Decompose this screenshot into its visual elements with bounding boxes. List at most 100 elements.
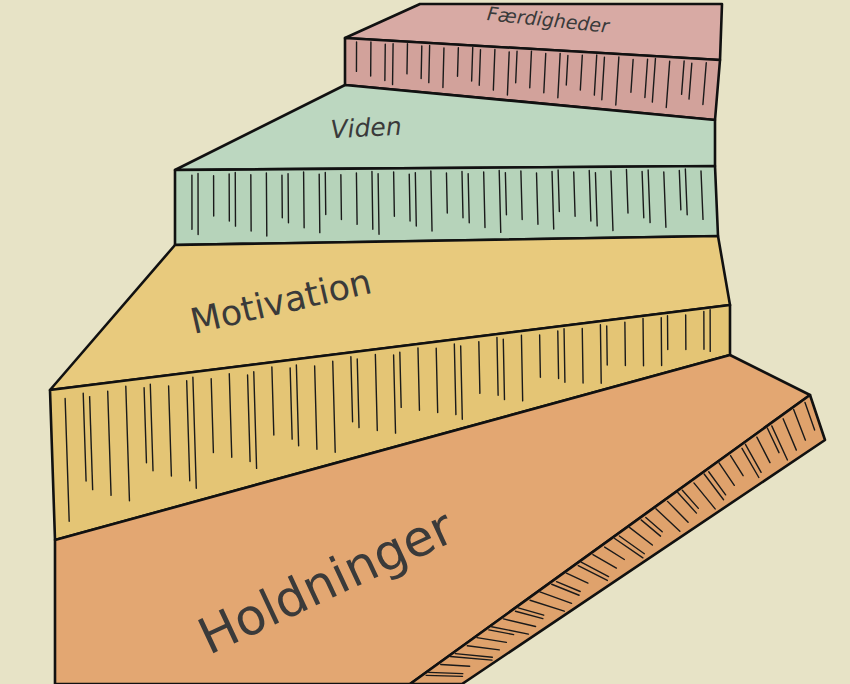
hatch-line [540,592,572,603]
hatch-line [371,171,373,229]
hatch-line [507,52,509,95]
hatch-line [467,646,499,650]
hatch-line [428,45,430,82]
hatch-line [558,53,560,97]
hatch-line [709,310,711,352]
hatch-line [420,46,422,79]
hatch-line [685,169,687,215]
hatch-line [479,342,480,394]
hatch-line [150,384,153,471]
hatch-line [668,501,689,522]
hatch-line [805,403,815,430]
hatch-line [211,379,213,453]
hatch-line [742,448,759,477]
hatch-line [515,611,542,618]
hatch-line [518,608,544,615]
hatch-line [611,171,613,231]
hatch-line [593,555,616,569]
hatch-line [254,372,257,469]
hatch-line [187,381,190,481]
hatch-line [90,397,93,490]
step-face [410,395,825,684]
hatch-line [303,172,305,228]
hatch-line [624,322,626,366]
hatch-line [694,483,715,509]
hatch-line [325,173,327,215]
hatch-line [493,49,495,90]
hatch-line [468,174,469,223]
step-face [175,166,718,245]
hatch-line [516,51,517,83]
hatch-line [719,463,734,486]
hatch-line [357,359,359,428]
hatch-line [281,175,283,218]
hatch-line [393,172,395,216]
hatch-line [457,48,459,77]
hatch-line [296,365,298,446]
hatch-line [499,170,501,232]
hatch-line [418,348,419,410]
hatch-line [594,55,596,95]
hatch-line [602,57,605,100]
hatch-line [477,638,506,643]
hatch-line [505,173,506,215]
hatch-line [631,59,633,92]
hatch-line [689,63,692,99]
hatch-line [767,428,779,453]
hatch-line [492,627,529,634]
hatch-line [703,63,706,105]
hatch-line [333,361,335,452]
hatch-line [461,346,463,419]
hatch-line [626,169,628,213]
hatch-line [377,174,379,235]
hatch-line [315,366,317,449]
hatch-line [197,174,199,235]
hatch-line [446,173,448,213]
hatch-line [580,55,582,90]
hatch-line [504,619,536,627]
hatch-line [479,50,480,86]
hatch-line [530,600,564,611]
hatch-line [287,174,289,223]
hatch-line [645,59,648,97]
hatch-line [539,335,541,377]
hatch-line [415,173,417,226]
hatch-line [472,48,473,81]
hatch-line [731,456,744,476]
hatch-line [351,357,353,422]
hatch-line [108,391,111,495]
hatch-line [228,174,230,221]
stair-step: Viden [170,80,725,250]
hatch-line [370,42,372,76]
hatch-line [144,388,146,463]
hatch-line [600,325,602,384]
hatch-line [436,348,437,412]
step-outline [170,80,725,250]
hatch-line [356,42,357,71]
hatch-line [783,419,796,450]
hatch-line [704,474,723,500]
hatch-line [558,170,559,211]
hatch-line [566,55,568,85]
hatch-line [685,315,687,349]
hatch-line [406,44,408,74]
hatch-line [566,573,587,583]
hatch-line [629,527,652,545]
hatch-line [193,377,196,488]
hatch-line [595,173,597,226]
hatch-line [664,172,666,227]
hatch-line [126,386,130,501]
step-label: Viden [330,114,402,143]
hatch-line [557,331,559,378]
hatch-line [578,566,607,581]
hatch-line [544,54,546,93]
hatch-line [431,171,432,231]
hatch-line [641,520,660,536]
hatch-line [484,172,485,228]
hatch-line [589,170,591,221]
hatch-line [497,338,498,396]
hatch-line [552,171,554,229]
hatch-line [642,171,644,217]
hatch-line [667,316,669,350]
